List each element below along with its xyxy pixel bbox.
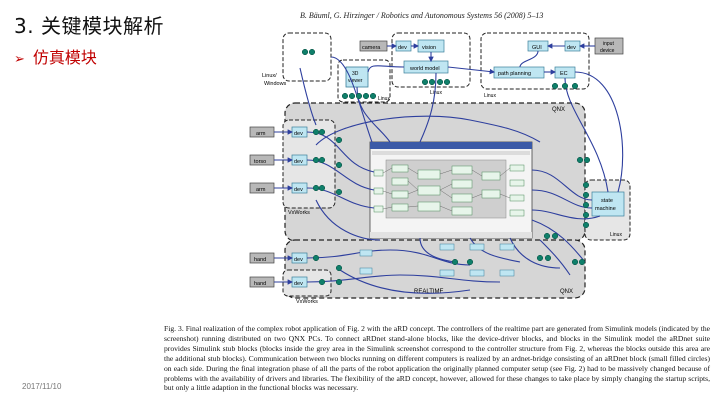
slide-subtitle: ➢ 仿真模块 [14, 44, 97, 68]
qnx-label-upper: QNX [552, 107, 565, 113]
viewer-3d-label-1: 3D [352, 71, 359, 77]
planning-area [480, 32, 590, 90]
dev-arm-2-label: dev [294, 187, 303, 193]
dev-input-label: dev [567, 45, 576, 51]
linux-label-planning: Linux [484, 93, 496, 99]
state-machine-block [591, 191, 625, 217]
linux-label-viewer: Linux [378, 96, 390, 102]
arm-label-1: arm [256, 131, 266, 137]
linux-windows-label-2: Windows [264, 81, 287, 87]
gui-label: GUI [532, 45, 542, 51]
state-machine-label-1: state [601, 198, 613, 204]
qnx-label-lower: QNX [560, 289, 573, 295]
slide-date: 2017/11/10 [22, 382, 62, 391]
input-device-label-2: device [600, 48, 615, 54]
vxworks-label-lower: VxWorks [296, 299, 318, 305]
dev-hand-1-label: dev [294, 257, 303, 263]
dev-torso-label: dev [294, 159, 303, 165]
path-planning-label: path planning [498, 71, 531, 77]
paper-header: B. Bäuml, G. Hirzinger / Robotics and Au… [300, 11, 544, 20]
linux-windows-box [282, 32, 332, 82]
input-device-label-1: input [603, 41, 614, 47]
vxworks-area-upper [282, 119, 336, 209]
slide-title: 3. 关键模块解析 [14, 14, 164, 38]
dev-arm-1-label: dev [294, 131, 303, 137]
ec-label: EC [560, 71, 568, 77]
torso-label: torso [254, 159, 266, 165]
dev-hand-2-label: dev [294, 281, 303, 287]
state-machine-label-2: machine [595, 206, 616, 212]
vxworks-label-upper: VxWorks [288, 210, 310, 216]
subtitle-text: 仿真模块 [32, 48, 97, 67]
arrow-bullet-icon: ➢ [14, 52, 25, 67]
hand-label-2: hand [254, 281, 266, 287]
linux-label-state: Linux [610, 232, 622, 238]
camera-label: camera [362, 45, 381, 51]
vision-area [391, 32, 471, 88]
realtime-label: REALTIME [414, 289, 444, 295]
linux-windows-label-1: Linux/ [262, 73, 277, 79]
ardnet-bridge-nodes [301, 48, 591, 286]
hand-label-1: hand [254, 257, 266, 263]
simulink-screenshot [369, 141, 533, 239]
figure-caption: Fig. 3. Final realization of the complex… [164, 324, 710, 393]
dev-camera-label: dev [398, 45, 407, 51]
vision-label: vision [422, 45, 436, 51]
arm-label-2: arm [256, 187, 266, 193]
viewer-3d-label-2: viewer [348, 78, 363, 84]
world-model-label: world model [409, 66, 440, 72]
viewer-area [337, 59, 391, 103]
linux-label-vision: Linux [430, 90, 442, 96]
